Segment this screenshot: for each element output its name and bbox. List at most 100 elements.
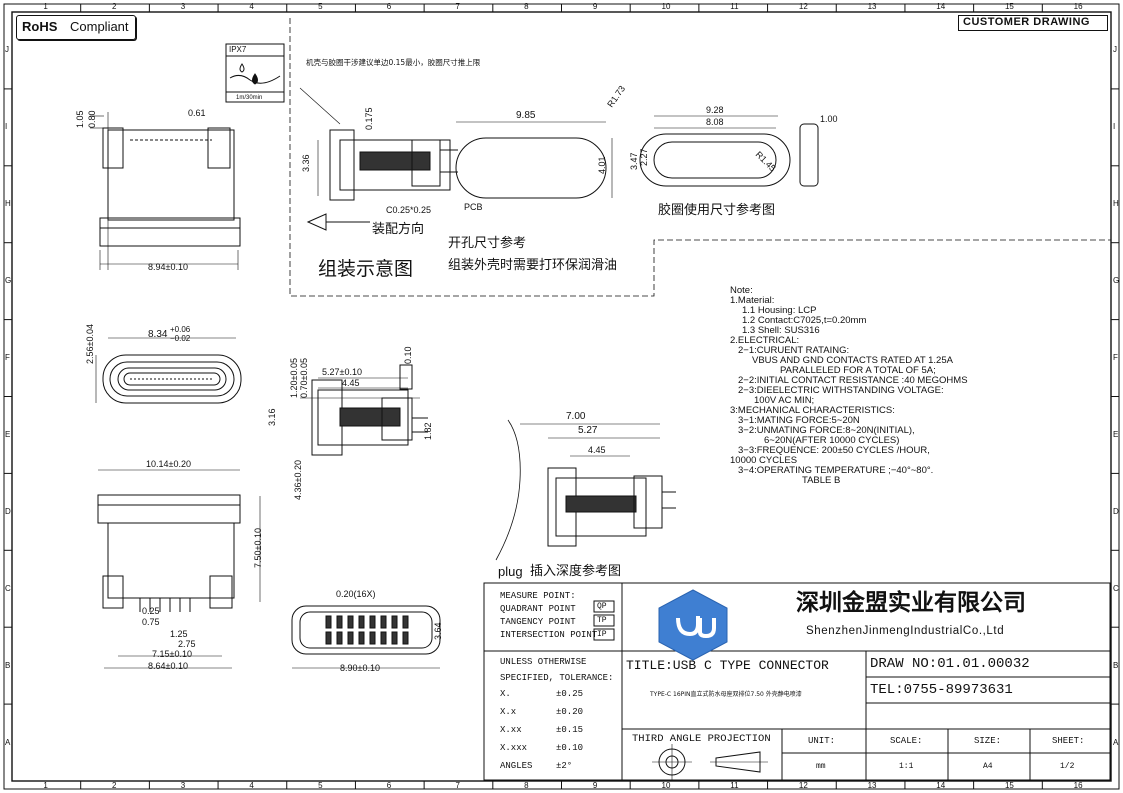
grid-col-label-bottom: 14 xyxy=(936,781,946,790)
tolerance-value: ±0.10 xyxy=(556,743,584,753)
pcb-pad xyxy=(380,631,387,645)
dim-061: 0.61 xyxy=(188,108,206,118)
note-line: 2.ELECTRICAL: xyxy=(730,335,800,346)
grid-col-label-top: 2 xyxy=(112,2,117,11)
tolerance-value: ±2° xyxy=(556,761,573,771)
measure-point-label: INTERSECTION POINT xyxy=(500,630,598,640)
sheet-label: SHEET: xyxy=(1052,736,1085,746)
grid-ticks xyxy=(4,4,1119,789)
dim-834-tol-dn: −0.02 xyxy=(170,334,191,343)
note-line: 1.Material: xyxy=(730,295,775,306)
dim-c025: C0.25*0.25 xyxy=(386,205,432,215)
grid-row-label-left: J xyxy=(5,45,9,55)
grid-col-label-bottom: 6 xyxy=(386,781,392,790)
pcb-pad xyxy=(347,631,354,645)
grid-row-label-right: J xyxy=(1113,45,1117,55)
grid-col-label-top: 13 xyxy=(867,2,877,11)
customer-drawing-badge xyxy=(958,15,1108,31)
tolerance-label: X.x xyxy=(500,707,517,717)
grid-col-label-top: 5 xyxy=(318,2,323,11)
pcb-pad xyxy=(358,615,365,629)
top-view-drawing xyxy=(90,112,241,270)
telephone: TEL:0755-89973631 xyxy=(870,682,1013,698)
grid-col-label-bottom: 5 xyxy=(318,781,323,790)
pcb-pad xyxy=(336,615,343,629)
note-line: 3−3:FREQUENCE: 200±50 CYCLES /HOUR, xyxy=(738,445,930,456)
dim-275: 2.75 xyxy=(178,639,196,649)
note-line: VBUS AND GND CONTACTS RATED AT 1.25A xyxy=(752,355,953,366)
grid-row-label-right: G xyxy=(1113,276,1120,286)
grid-col-label-top: 16 xyxy=(1073,2,1083,11)
note-line: 100V AC MIN; xyxy=(754,395,815,406)
assembly-section-drawing xyxy=(299,87,819,231)
measure-point-label: TANGENCY POINT xyxy=(500,617,576,627)
dim-1014: 10.14±0.20 xyxy=(146,459,191,469)
ipx7-label: IPX7 xyxy=(229,45,247,54)
dim-125: 1.25 xyxy=(170,629,188,639)
pcb-pad xyxy=(325,615,332,629)
grid-row-label-left: F xyxy=(5,353,10,363)
scale-value: 1:1 xyxy=(899,762,914,771)
size-value: A4 xyxy=(983,762,993,771)
tolerance-unless: UNLESS OTHERWISE xyxy=(500,657,587,667)
grid-row-label-right: D xyxy=(1113,506,1119,516)
grid-row-label-right: H xyxy=(1113,199,1119,209)
grid-row-label-right: F xyxy=(1113,353,1118,363)
measure-point-label: QUADRANT POINT xyxy=(500,604,576,614)
note-line: 2−2:INITIAL CONTACT RESISTANCE :40 MEGOH… xyxy=(738,375,968,386)
pcb-pad xyxy=(391,615,398,629)
bottom-view-drawing xyxy=(97,469,261,669)
note-line: TABLE B xyxy=(802,475,841,486)
grid-col-label-bottom: 3 xyxy=(180,781,186,790)
dim-834: 8.34 xyxy=(148,329,168,340)
plug-caption-en: plug xyxy=(498,564,523,579)
tolerance-value: ±0.20 xyxy=(556,707,584,717)
assembly-region-border xyxy=(289,18,1111,297)
dim-070: 0.70±0.05 xyxy=(299,358,309,398)
ipx7-sub-label: 1m/30min xyxy=(236,95,263,101)
grid-col-label-top: 6 xyxy=(386,2,392,11)
dim-075: 0.75 xyxy=(142,617,160,627)
dim-834-tol-up: +0.06 xyxy=(170,325,191,334)
measure-point-label: MEASURE POINT: xyxy=(500,591,576,601)
grid-col-label-bottom: 8 xyxy=(524,781,529,790)
grid-col-label-bottom: 15 xyxy=(1004,781,1014,790)
sheet-value: 1/2 xyxy=(1060,762,1075,771)
dim-227: 2.27 xyxy=(639,148,649,166)
dim-020-16x: 0.20(16X) xyxy=(336,589,376,599)
grid-col-label-bottom: 12 xyxy=(798,781,808,790)
grid-col-label-bottom: 11 xyxy=(730,781,739,790)
dim-120: 1.20±0.05 xyxy=(289,358,299,398)
tolerance-label: X. xyxy=(500,689,511,699)
company-name-cn: 深圳金盟实业有限公司 xyxy=(796,590,1026,616)
dim-025: 0.25 xyxy=(142,606,160,616)
grid-col-label-top: 3 xyxy=(180,2,186,11)
rohs-badge xyxy=(16,15,136,40)
grid-col-label-bottom: 4 xyxy=(249,781,254,790)
note-line: 3−1:MATING FORCE:5~20N xyxy=(738,415,860,426)
grid-col-label-bottom: 10 xyxy=(661,781,671,790)
assembly-direction-label: 装配方向 xyxy=(372,222,425,237)
dim-182: 1.82 xyxy=(423,422,433,440)
measure-point-code: TP xyxy=(597,616,607,625)
dim-436: 4.36±0.20 xyxy=(293,460,303,500)
compliant-label: Compliant xyxy=(70,19,129,34)
assembly-title: 组装示意图 xyxy=(318,258,414,280)
grid-col-label-bottom: 2 xyxy=(112,781,117,790)
grid-row-label-right: C xyxy=(1113,583,1119,593)
dim-890: 8.90±0.10 xyxy=(340,663,380,673)
grid-col-label-top: 1 xyxy=(43,2,48,11)
dim-010: 0.10 xyxy=(403,346,413,364)
dim-715: 7.15±0.10 xyxy=(152,649,192,659)
dim-445-plug: 4.45 xyxy=(588,445,606,455)
note-line: 3−2:UNMATING FORCE:8~20N(INITIAL), xyxy=(738,425,915,436)
grid-col-label-top: 9 xyxy=(592,2,598,11)
pcb-pad xyxy=(369,631,376,645)
pcb-pad xyxy=(369,615,376,629)
dim-928: 9.28 xyxy=(706,105,724,115)
measure-point-code: IP xyxy=(597,630,607,639)
note-line: PARALLELED FOR A TOTAL OF 5A; xyxy=(780,365,936,376)
third-angle-projection-symbol xyxy=(652,744,768,780)
grid-col-label-top: 8 xyxy=(524,2,529,11)
